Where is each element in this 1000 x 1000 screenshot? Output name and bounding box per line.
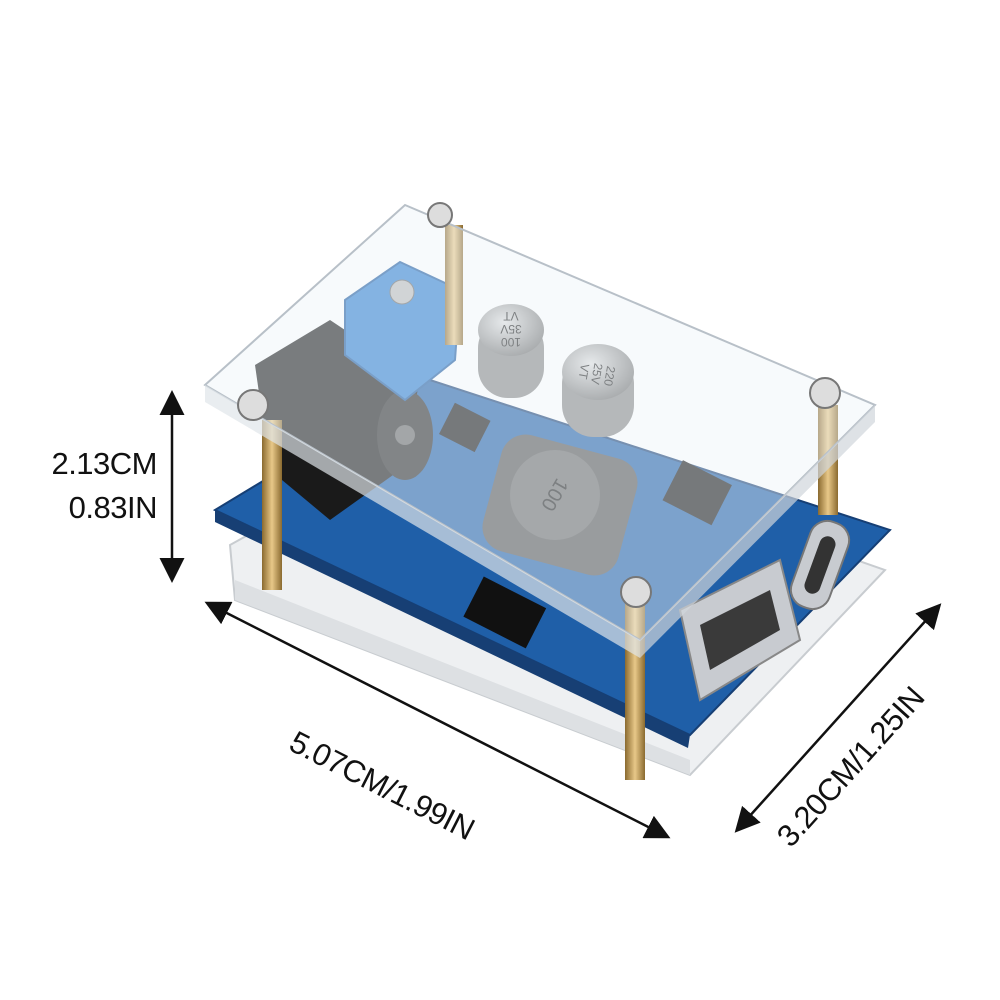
cap-label-4: 220 [601, 365, 618, 387]
screw-terminal [344, 260, 462, 402]
cap-label-5: 25V [588, 362, 605, 385]
inductor: 100 [482, 434, 638, 576]
capacitor-100uf: 100 35V VT [478, 304, 544, 398]
cap-label-3: VT [503, 309, 519, 323]
cap-label-2: 35V [500, 322, 521, 336]
cap-label-6: VT [576, 363, 593, 381]
screws [237, 202, 841, 608]
width-arrow [734, 603, 942, 833]
capacitor-220uf: 220 25V VT [562, 344, 634, 437]
height-in-label: 0.83IN [68, 490, 158, 525]
length-arrow [204, 601, 671, 839]
cap-label-1: 100 [501, 335, 521, 349]
height-cm-label: 2.13CM [51, 446, 157, 481]
top-acrylic-plate [203, 203, 877, 658]
